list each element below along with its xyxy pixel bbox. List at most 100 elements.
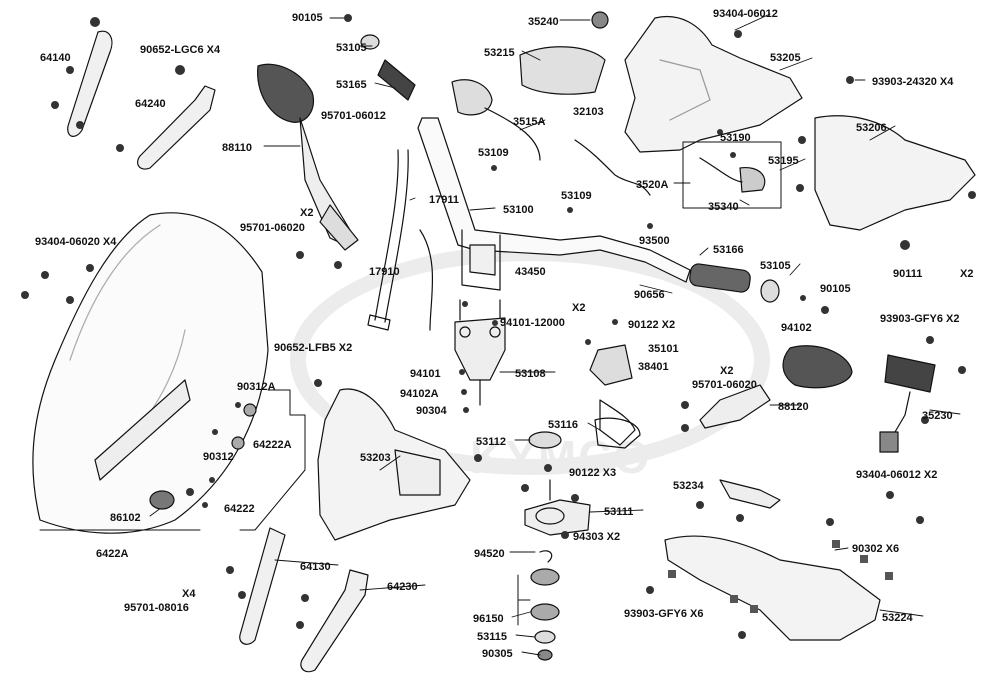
part-label-p90656: 90656 [634, 289, 665, 301]
part-label-p93404_06012b: 93404-06012 X2 [856, 469, 938, 481]
grip-53166 [689, 263, 751, 293]
part-label-p94101: 94101 [410, 368, 441, 380]
part-label-p90312a: 90312A [237, 381, 276, 393]
lock-35101 [589, 344, 633, 386]
part-label-p94102b: 94102A [400, 388, 439, 400]
part-label-p64130: 64130 [300, 561, 331, 573]
part-label-p93903_24320: 93903-24320 X4 [872, 76, 954, 88]
part-label-p95701_06012: 95701-06012 [321, 110, 386, 122]
part-label-p90122a: 90122 X2 [628, 319, 676, 331]
part-label-p35101: 35101 [648, 343, 679, 355]
part-label-p53109b: 53109 [561, 190, 592, 202]
part-label-p53115: 53115 [477, 631, 507, 643]
switch-3515a [451, 79, 493, 116]
part-label-p53108: 53108 [515, 368, 546, 380]
part-label-p64222: 64222 [224, 503, 255, 515]
part-label-p90312: 90312 [203, 451, 234, 463]
part-label-p64222a: 64222A [253, 439, 292, 451]
bracket-53111 [524, 499, 591, 536]
part-label-p43450: 43450 [515, 266, 546, 278]
grip-53165 [377, 59, 416, 101]
cover-53205 [624, 16, 803, 153]
part-label-px2d: X2 [720, 365, 734, 377]
part-label-p94101_12000: 94101-12000 [500, 317, 565, 329]
part-label-p64240: 64240 [135, 98, 166, 110]
part-label-p53111: 53111 [604, 506, 634, 518]
part-label-p90652_lfb5: 90652-LFB5 X2 [274, 342, 353, 354]
part-label-p35230: 35230 [922, 410, 953, 422]
part-label-p86102: 86102 [110, 512, 141, 524]
part-label-p90122b: 90122 X3 [569, 467, 617, 479]
cover-53215 [519, 46, 606, 95]
part-label-p95701_06020b: 95701-06020 [692, 379, 757, 391]
part-label-p53105a: 53105 [336, 42, 367, 54]
part-label-p90302: 90302 X6 [852, 543, 900, 555]
part-label-p93404_06012a: 93404-06012 [713, 8, 778, 20]
part-label-px2a: X2 [300, 207, 314, 219]
part-label-p95701_08016: 95701-08016 [124, 602, 189, 614]
part-label-p96150: 96150 [473, 613, 504, 625]
mirror-88110 [257, 63, 314, 123]
seal-53112 [528, 431, 562, 449]
part-label-p53206: 53206 [856, 122, 887, 134]
part-35240 [591, 11, 609, 29]
part-label-p64230: 64230 [387, 581, 418, 593]
part-label-p53205: 53205 [770, 52, 801, 64]
part-label-p53112: 53112 [476, 436, 506, 448]
part-label-p35340: 35340 [708, 201, 739, 213]
part-label-p38401: 38401 [638, 361, 669, 373]
part-label-p93903_gfy6a: 93903-GFY6 X2 [880, 313, 960, 325]
part-label-p32103: 32103 [573, 106, 604, 118]
windscreen-6422a [32, 212, 269, 534]
part-label-p17911: 17911 [429, 194, 459, 206]
part-label-p90111: 90111 [893, 268, 923, 280]
part-label-p53116: 53116 [548, 419, 578, 431]
part-label-p53165: 53165 [336, 79, 367, 91]
stem-53108 [454, 317, 506, 381]
part-label-p94520: 94520 [474, 548, 505, 560]
part-label-p90304: 90304 [416, 405, 447, 417]
part-label-p53234: 53234 [673, 480, 704, 492]
part-label-p35240: 35240 [528, 16, 559, 28]
part-label-p17910: 17910 [369, 266, 400, 278]
part-label-p90652_lgc6: 90652-LGC6 X4 [140, 44, 221, 56]
part-label-p53166: 53166 [713, 244, 744, 256]
part-label-p53224: 53224 [882, 612, 913, 624]
part-label-p94102a: 94102 [781, 322, 812, 334]
part-label-p88110: 88110 [222, 142, 252, 154]
part-label-p64140: 64140 [40, 52, 71, 64]
part-64230 [300, 569, 369, 673]
part-64140 [67, 30, 113, 137]
cover-53224 [664, 535, 881, 641]
part-label-p53215: 53215 [484, 47, 515, 59]
part-label-p93500: 93500 [639, 235, 670, 247]
part-label-p90305: 90305 [482, 648, 513, 660]
part-label-p53109a: 53109 [478, 147, 509, 159]
part-label-px2b: X2 [960, 268, 974, 280]
part-label-p90105b: 90105 [820, 283, 851, 295]
cover-53206 [814, 115, 976, 231]
part-label-p53105b: 53105 [760, 260, 791, 272]
part-label-p93903_gfy6b: 93903-GFY6 X6 [624, 608, 704, 620]
handlebar-53100 [417, 117, 691, 283]
part-label-p53195: 53195 [768, 155, 799, 167]
part-label-px4b: X4 [182, 588, 196, 600]
box-3520a [682, 141, 782, 209]
part-label-px2c: X2 [572, 302, 586, 314]
part-label-p53190: 53190 [720, 132, 751, 144]
part-label-p94303: 94303 X2 [573, 531, 621, 543]
part-label-p3520a: 3520A [636, 179, 669, 191]
part-label-p53203: 53203 [360, 452, 391, 464]
mirror-88120 [782, 345, 853, 389]
part-53234 [719, 479, 781, 509]
part-64130 [239, 527, 286, 645]
part-label-p88120: 88120 [778, 401, 809, 413]
part-label-p93404_06020: 93404-06020 X4 [35, 236, 117, 248]
part-label-p3515a: 3515A [513, 116, 546, 128]
light-35230 [884, 354, 936, 393]
part-label-p6422a: 6422A [96, 548, 129, 560]
part-label-p53100: 53100 [503, 204, 534, 216]
part-label-p90105a: 90105 [292, 12, 323, 24]
